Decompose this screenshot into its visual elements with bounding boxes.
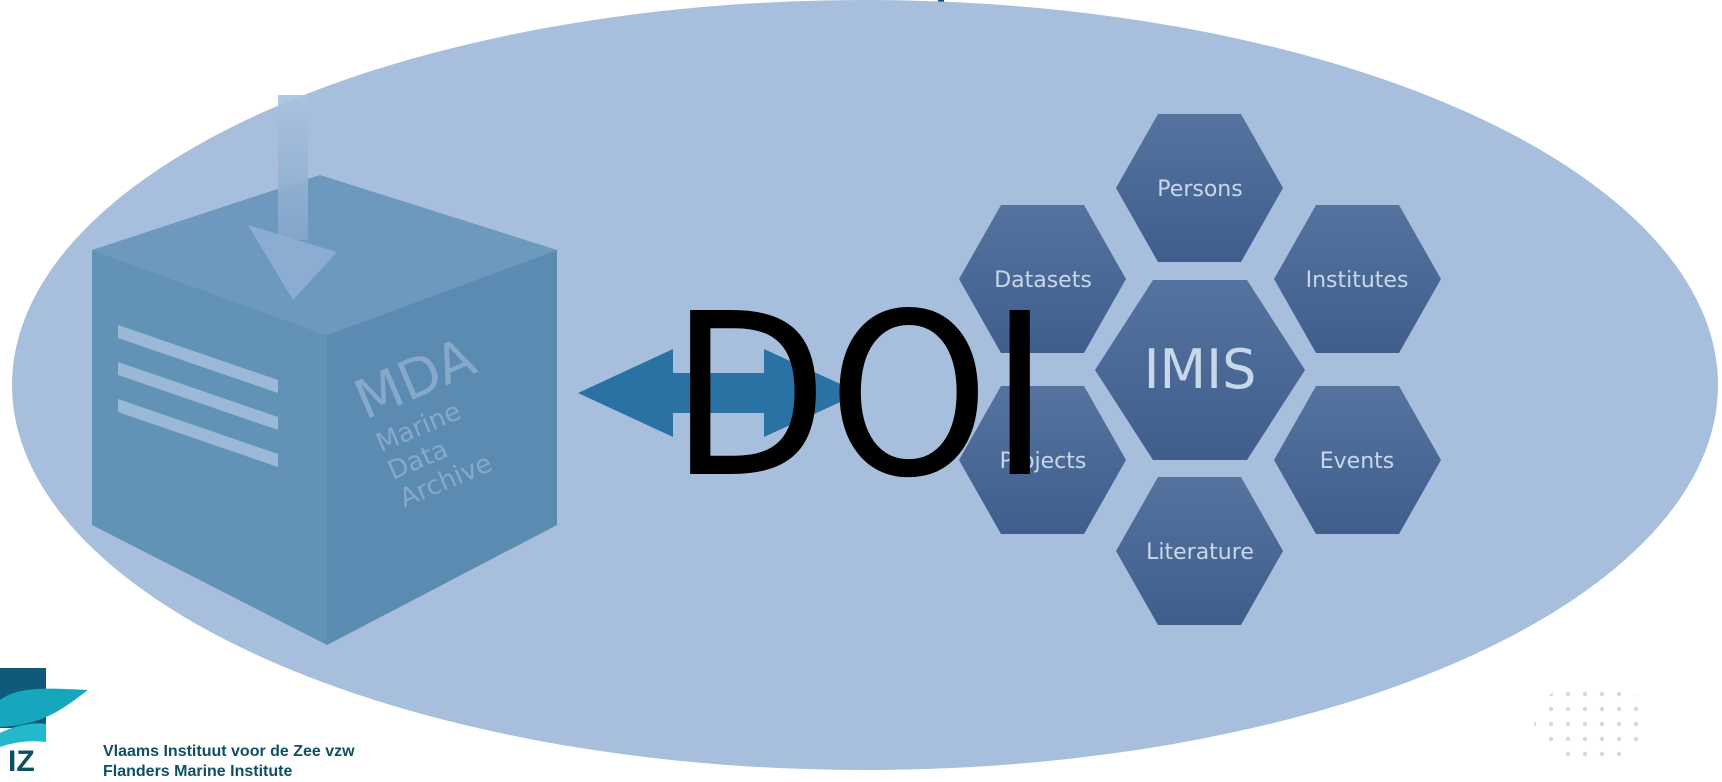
dot-grid-decoration xyxy=(1534,682,1650,762)
hex-institutes: Institutes xyxy=(1274,205,1441,353)
imis-label: IMIS xyxy=(1144,338,1257,401)
top-edge-mark xyxy=(938,0,944,3)
hex-datasets: Datasets xyxy=(959,205,1126,353)
vliz-logo-icon: IZ xyxy=(0,668,88,771)
org-name: Vlaams Instituut voor de Zee vzw Flander… xyxy=(103,742,355,780)
box-side-face xyxy=(327,250,557,645)
org-name-line-1: Vlaams Instituut voor de Zee vzw xyxy=(103,743,355,760)
marine-data-archive-box: MDA Marine Data Archive xyxy=(92,95,557,645)
hex-projects: Projects xyxy=(959,386,1126,534)
hex-imis-center: IMIS xyxy=(1095,280,1305,460)
hex-events: Events xyxy=(1274,386,1441,534)
hex-projects-label: Projects xyxy=(1000,449,1087,474)
hex-persons-label: Persons xyxy=(1157,177,1242,202)
deposit-arrow xyxy=(248,95,337,300)
hex-literature: Literature xyxy=(1116,477,1283,625)
hex-events-label: Events xyxy=(1320,449,1395,474)
document-lines xyxy=(118,325,278,467)
hex-literature-label: Literature xyxy=(1146,540,1254,565)
double-arrow-icon xyxy=(578,349,860,437)
hex-datasets-label: Datasets xyxy=(994,268,1092,293)
doi-label: DOI xyxy=(670,266,1050,528)
org-name-line-2: Flanders Marine Institute xyxy=(103,763,293,780)
imis-hexagon-cluster: Persons Datasets Institutes Projects Eve… xyxy=(959,114,1441,625)
hex-institutes-label: Institutes xyxy=(1306,268,1409,293)
hex-persons: Persons xyxy=(1116,114,1283,262)
svg-text:IZ: IZ xyxy=(8,745,35,771)
